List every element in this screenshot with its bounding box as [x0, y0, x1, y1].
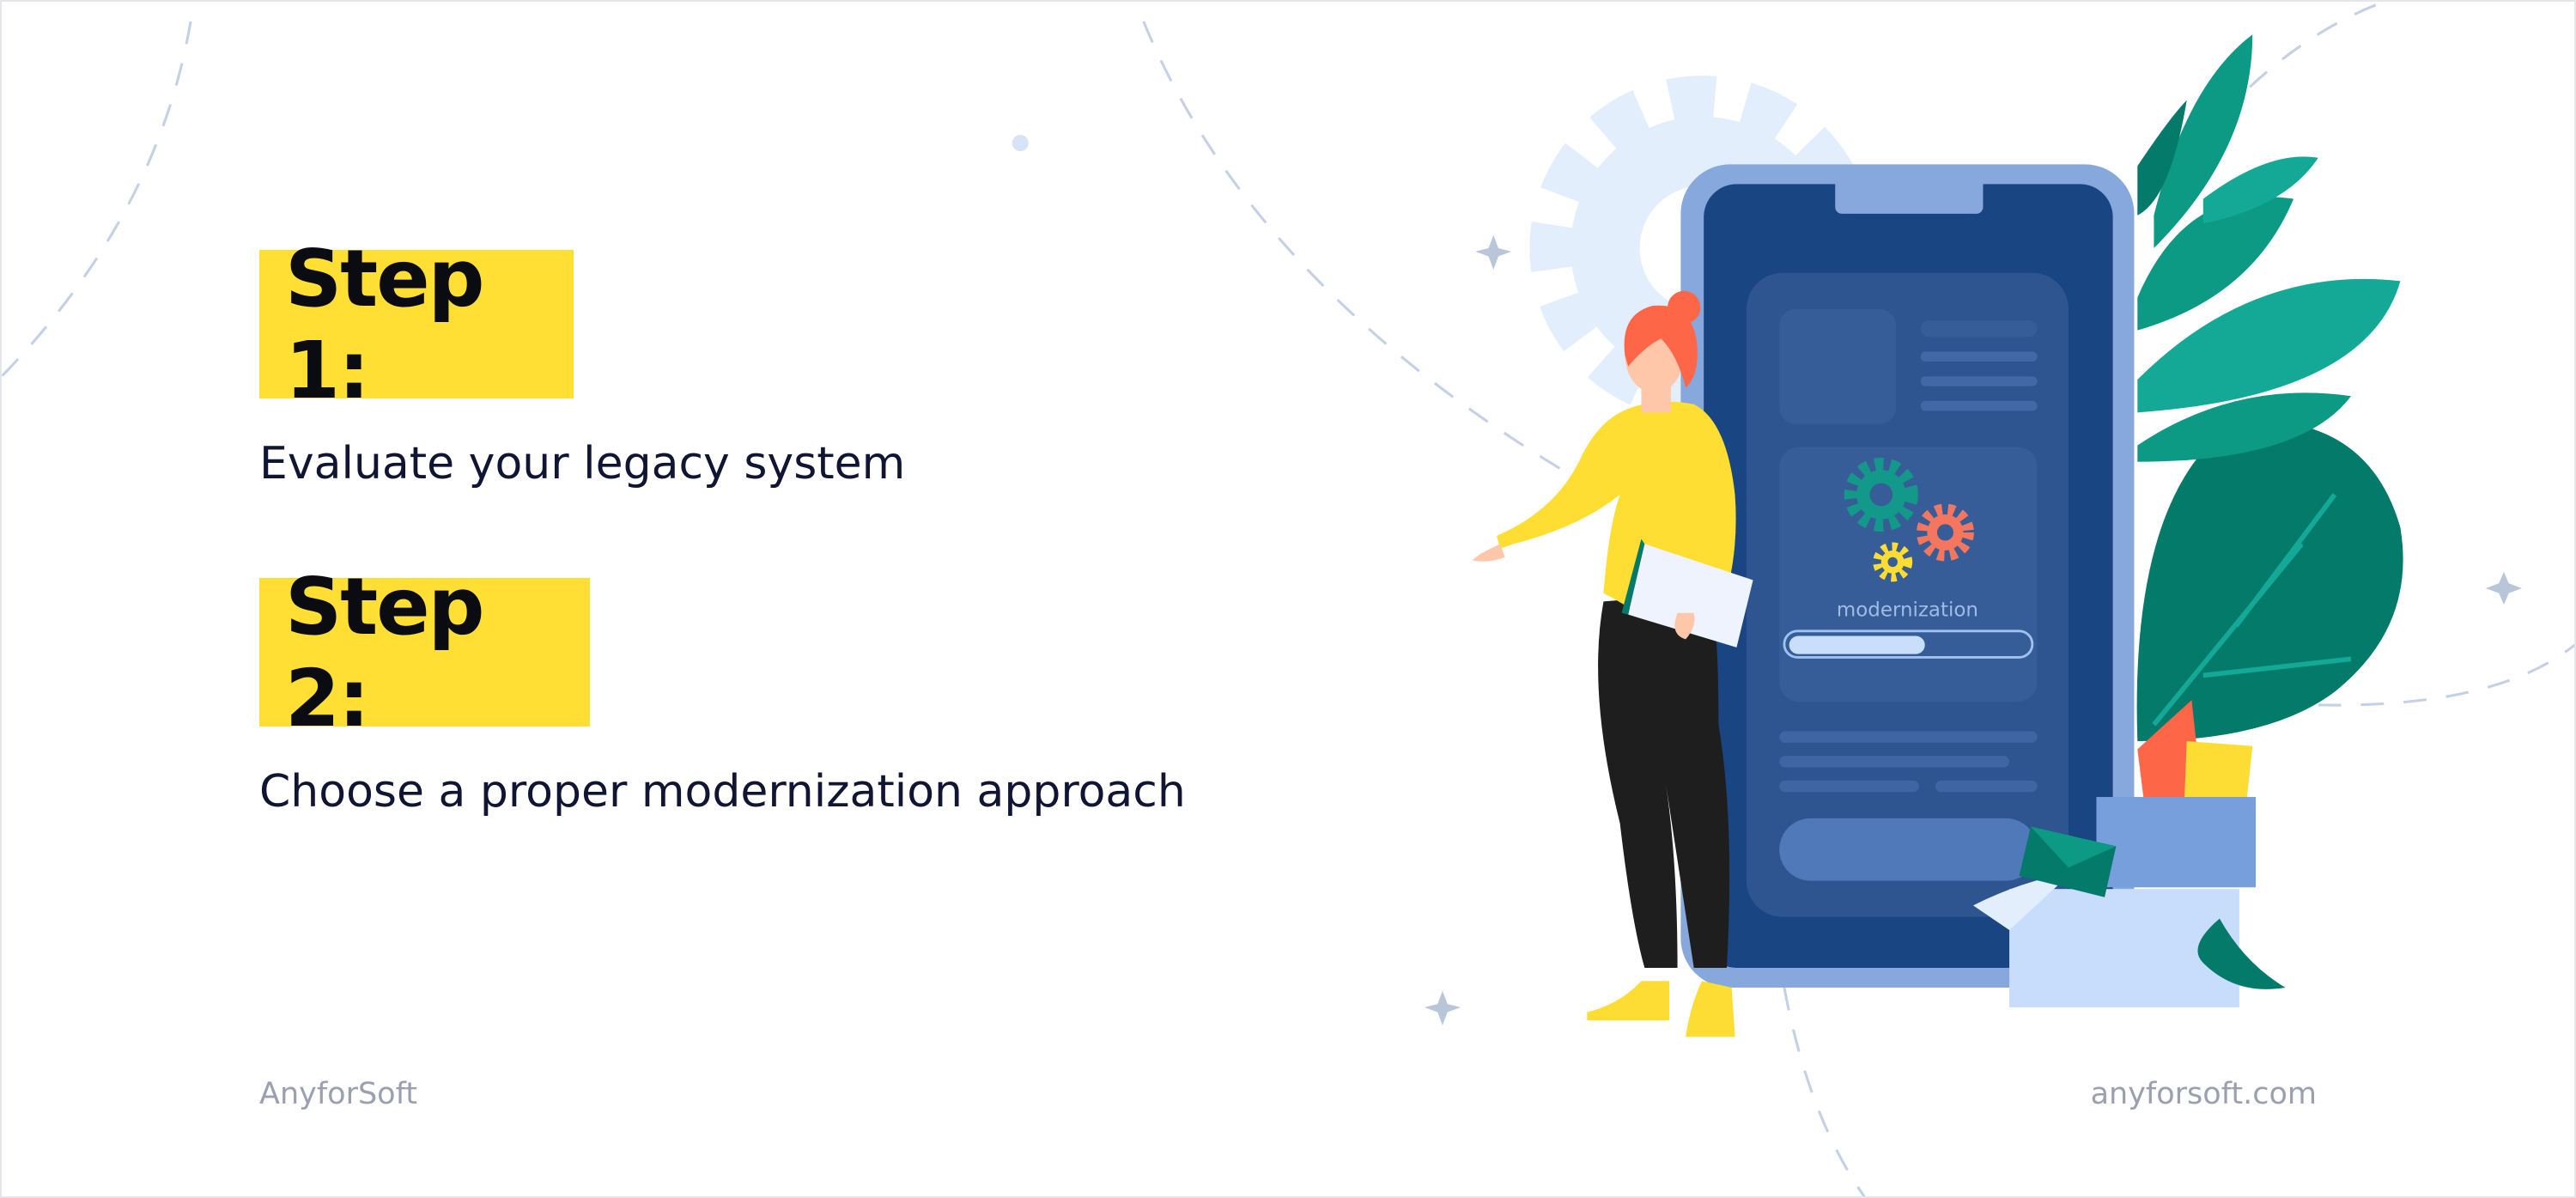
star-icon — [1424, 990, 1461, 1025]
gear-icon — [1844, 457, 1918, 532]
brand-name: AnyforSoft — [259, 1077, 418, 1111]
step-2-badge: Step 2: — [259, 561, 590, 745]
screen-button — [1779, 818, 2038, 881]
step-2-description: Choose a proper modernization approach — [259, 766, 1186, 818]
phone: modernization — [1680, 164, 2135, 988]
plant-leaves — [2136, 34, 2403, 741]
dashed-arc-right — [2318, 643, 2574, 707]
step-1-label: Step 1: — [285, 232, 485, 417]
star-icon — [2485, 571, 2523, 605]
star-icon — [1475, 234, 1512, 270]
dashed-arc-top-right — [2235, 3, 2377, 101]
progress-bar — [1783, 629, 2034, 659]
step-1-badge: Step 1: — [259, 233, 574, 417]
website-link[interactable]: anyforsoft.com — [2090, 1077, 2317, 1111]
dashed-arc-center — [1142, 21, 1564, 471]
box — [1972, 700, 2286, 1007]
dashed-arc-left — [2, 21, 192, 378]
dot — [1012, 134, 1029, 152]
gear-icon — [1873, 542, 1913, 582]
step-1-description: Evaluate your legacy system — [259, 438, 906, 490]
progress-fill — [1789, 635, 1925, 654]
step-2-label: Step 2: — [285, 560, 485, 745]
woman-figure — [1472, 290, 1753, 1037]
gear-icon — [1916, 503, 1974, 562]
screen-label: modernization — [1837, 599, 1978, 622]
dashed-arc-bottom — [1783, 987, 1866, 1196]
